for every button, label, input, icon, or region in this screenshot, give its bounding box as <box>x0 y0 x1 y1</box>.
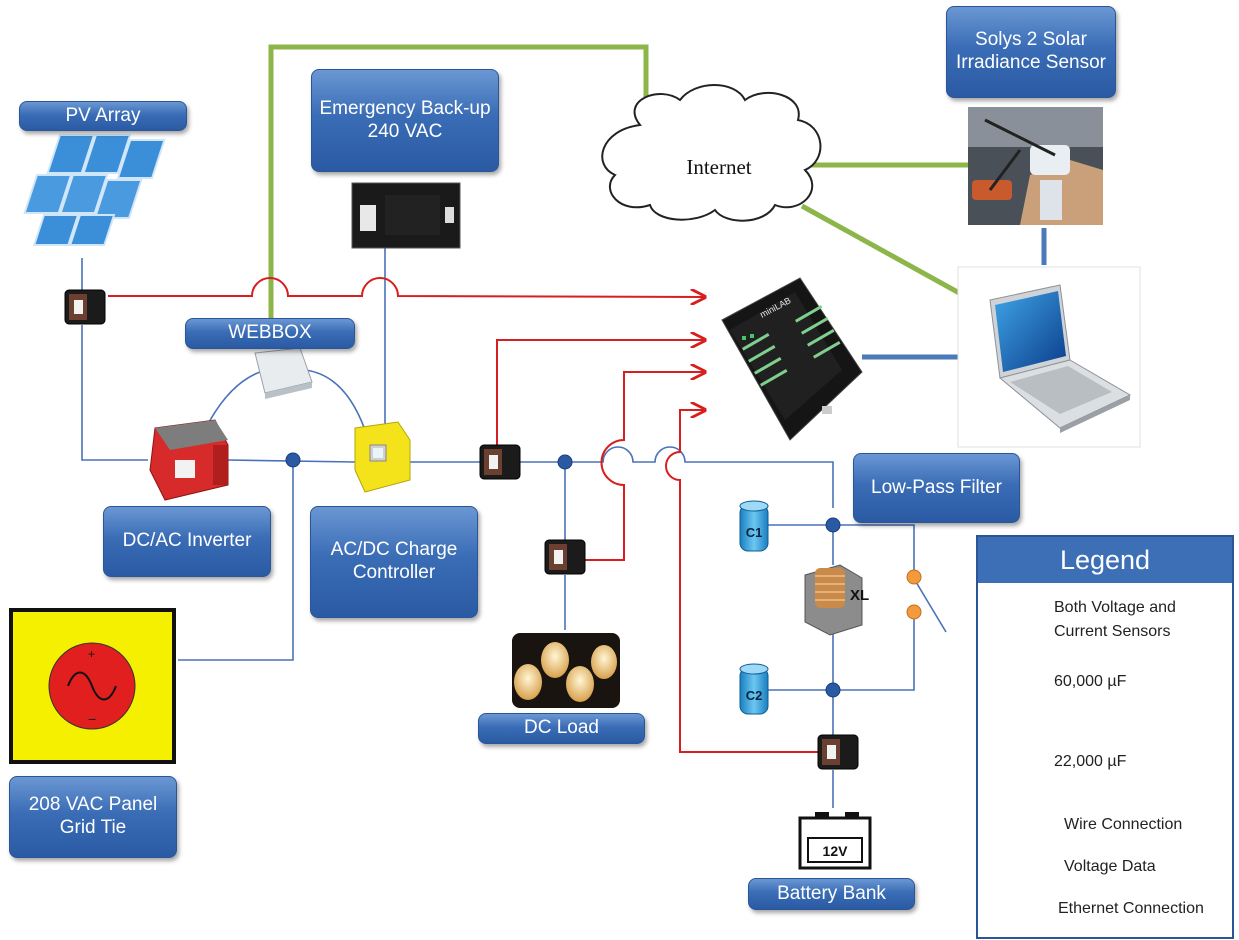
grid-tie-label: 208 VAC Panel Grid Tie <box>9 776 177 858</box>
voltage-data-lines <box>108 277 818 753</box>
emergency-backup-label: Emergency Back-up 240 VAC <box>311 69 499 172</box>
internet-label: Internet <box>686 155 751 179</box>
svg-text:+: + <box>88 647 95 661</box>
internet-cloud-icon <box>601 84 822 222</box>
sensor-controller-output-icon <box>479 444 521 480</box>
switch-contacts-icon <box>906 569 922 620</box>
sensor-dc-load-icon <box>544 539 586 575</box>
irradiance-sensor-photo <box>968 107 1103 225</box>
capacitor-c1-icon: C1 <box>739 500 769 552</box>
light-bulbs-photo <box>512 633 620 708</box>
grid-tie-source-icon: + − <box>9 608 176 764</box>
capacitor-c2-icon: C2 <box>739 663 769 715</box>
dc-load-label: DC Load <box>478 713 645 744</box>
sensor-pv-icon <box>64 289 106 325</box>
legend-panel: Legend <box>976 535 1234 939</box>
battery-bank-label: Battery Bank <box>748 878 915 910</box>
legend-item-c2: 22,000 µF <box>1054 753 1127 770</box>
backup-power-unit-icon <box>351 182 461 249</box>
battery-icon: 12V <box>798 812 872 870</box>
c2-label: C2 <box>746 688 763 703</box>
minilab-daq-device-icon: miniLAB <box>721 277 863 441</box>
solar-panel-icon <box>23 134 166 246</box>
low-pass-filter-label: Low-Pass Filter <box>853 453 1020 523</box>
legend-item-sensor: Both Voltage and Current Sensors <box>1054 599 1176 640</box>
sensor-battery-icon <box>817 734 859 770</box>
charge-controller-label: AC/DC Charge Controller <box>310 506 478 618</box>
legend-item-ethernet: Ethernet Connection <box>1058 900 1204 917</box>
xl-label: XL <box>850 587 869 604</box>
webbox-label: WEBBOX <box>185 318 355 349</box>
battery-voltage-text: 12V <box>823 843 849 859</box>
legend-item-c1: 60,000 µF <box>1054 673 1127 690</box>
charge-controller-icon <box>354 421 411 493</box>
laptop-computer-icon <box>957 266 1141 448</box>
svg-text:−: − <box>88 711 96 727</box>
wire-connections <box>81 245 947 808</box>
inverter-device-icon <box>149 419 229 501</box>
legend-item-wire: Wire Connection <box>1064 816 1183 833</box>
legend-title: Legend <box>978 537 1232 583</box>
junction-nodes <box>285 452 841 698</box>
legend-item-voltage: Voltage Data <box>1064 858 1156 875</box>
inductor-xl-icon: XL <box>804 564 869 636</box>
c1-label: C1 <box>746 525 763 540</box>
solys-sensor-label: Solys 2 Solar Irradiance Sensor <box>946 6 1116 98</box>
pv-array-label: PV Array <box>19 101 187 131</box>
inverter-label: DC/AC Inverter <box>103 506 271 577</box>
